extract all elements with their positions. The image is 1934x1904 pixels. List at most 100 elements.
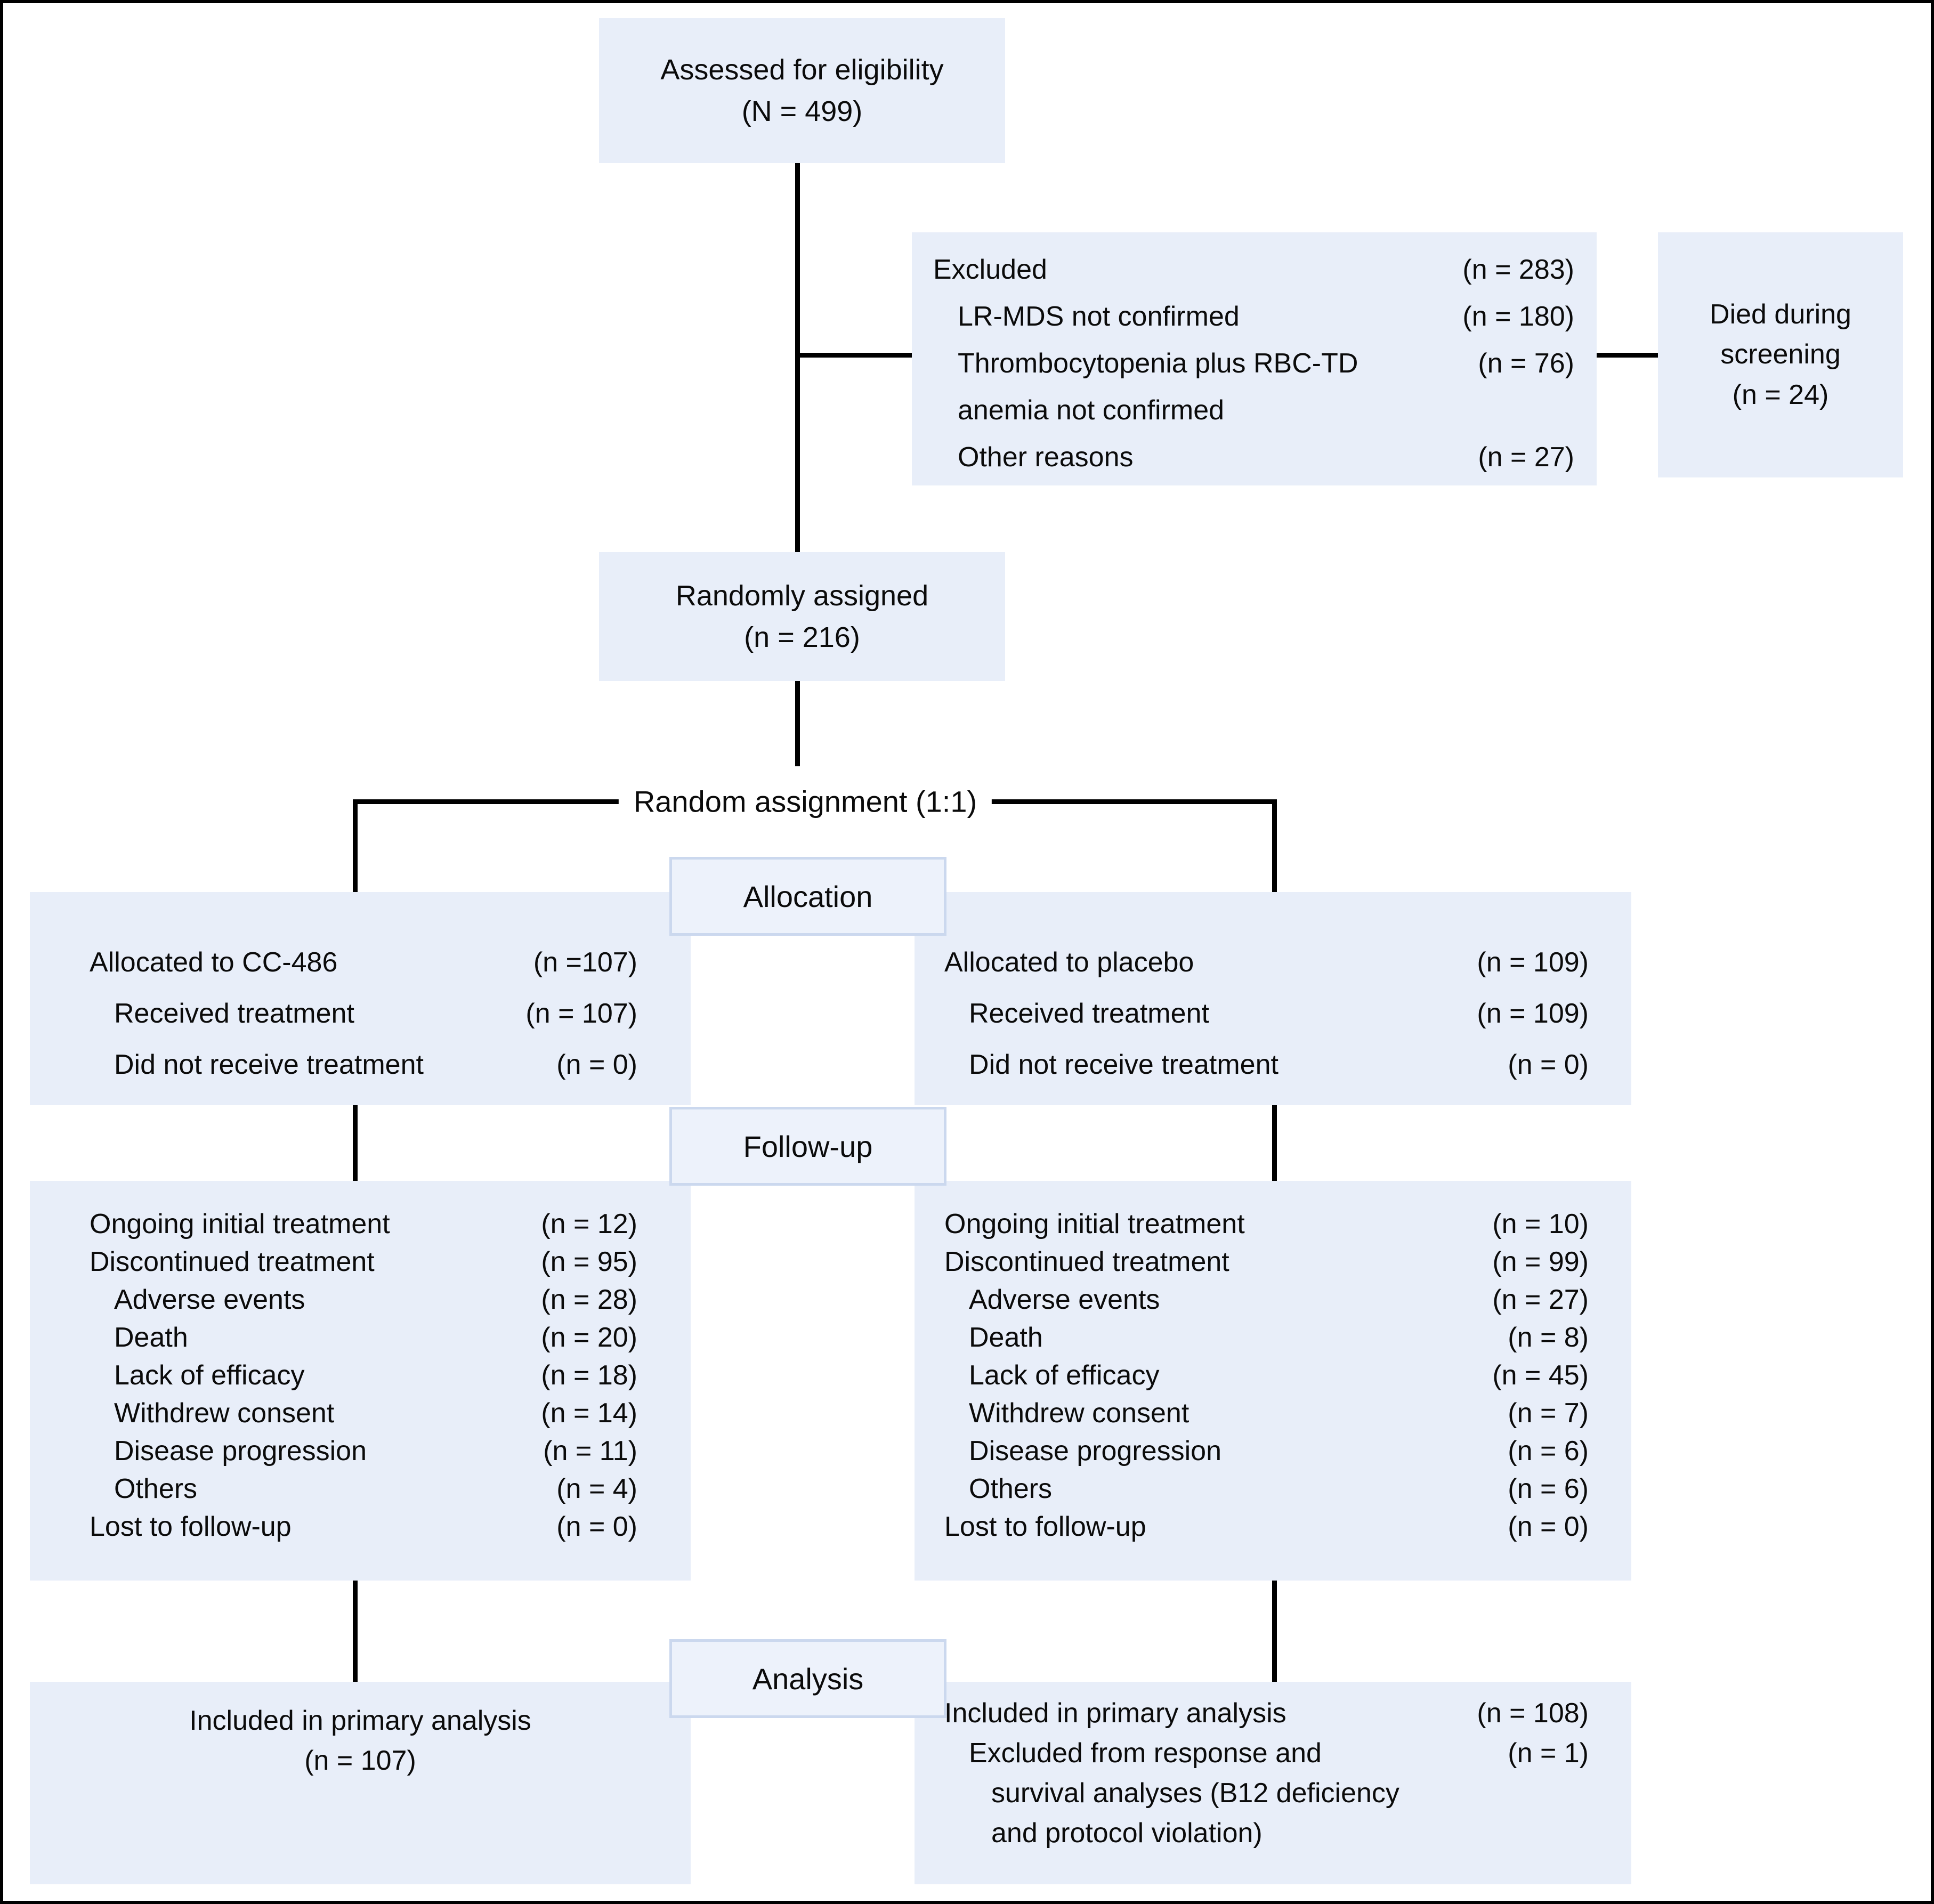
row-value: (n = 95) [541,1246,637,1277]
flow-row: Lack of efficacy(n = 45) [944,1357,1589,1395]
flow-row: Did not receive treatment(n = 0) [90,1039,637,1090]
row-label: Ongoing initial treatment [90,1209,390,1239]
row-label: Death [114,1322,188,1353]
row-label: Others [969,1473,1053,1504]
row-label: Received treatment [114,998,354,1029]
flow-row: Excluded (n = 283) [933,246,1574,293]
row-label: Discontinued treatment [944,1246,1229,1277]
row-value: (n = 109) [1477,998,1589,1029]
row-value: (n = 76) [1478,348,1574,379]
row-value: (n = 45) [1492,1360,1589,1391]
flow-row: Disease progression (n = 11) [90,1432,637,1470]
flow-row: Others(n = 4) [90,1470,637,1508]
flow-row: Included in primary analysis(n = 108) [944,1694,1589,1733]
row-label: Withdrew consent [114,1398,335,1429]
connector-left-alloc-to-fu [353,1105,358,1181]
flow-row: Adverse events(n = 27) [944,1281,1589,1319]
connector-right-fu-to-analysis [1272,1581,1277,1682]
row-value: (n = 180) [1462,301,1574,332]
flow-row: Allocated to placebo(n = 109) [944,937,1589,988]
row-label: Thrombocytopenia plus RBC-TD [958,348,1358,379]
connector-right-branch-vertical [1272,799,1277,892]
connector-left-fu-to-analysis [353,1581,358,1682]
flow-row: LR-MDS not confirmed (n = 180) [933,293,1574,340]
randomly-assigned-box: Randomly assigned (n = 216) [599,552,1005,681]
flow-row: Death(n = 20) [90,1319,637,1357]
analysis-placebo-box: Included in primary analysis(n = 108)Exc… [915,1682,1631,1884]
connector-randomized-vertical [795,681,800,766]
row-value: (n = 0) [1508,1049,1589,1080]
died-count: (n = 24) [1732,379,1829,410]
randomized-title: Randomly assigned [675,579,929,612]
row-value: (n = 0) [1508,1511,1589,1542]
row-label: Adverse events [969,1284,1160,1315]
flow-row: anemia not confirmed [933,387,1574,434]
flow-row: Death(n = 8) [944,1319,1589,1357]
row-label: LR-MDS not confirmed [958,301,1240,332]
row-label: Did not receive treatment [969,1049,1278,1080]
connector-died-horizontal [1597,353,1658,358]
flow-row: Excluded from response and (n = 1) [944,1733,1589,1773]
flow-row: Disease progression (n = 6) [944,1432,1589,1470]
row-value: (n = 107) [525,998,637,1029]
row-value: (n = 11) [543,1436,637,1467]
flow-row: Received treatment (n = 109) [944,988,1589,1039]
row-value: (n = 283) [1462,254,1574,285]
flow-row: Lost to follow-up(n = 0) [944,1508,1589,1546]
stage-label-followup-text: Follow-up [743,1129,873,1163]
flow-row: Adverse events (n = 28) [90,1281,637,1319]
row-value: (n =107) [533,947,637,978]
row-label: Allocated to placebo [944,947,1194,978]
flow-row: Discontinued treatment(n = 95) [90,1243,637,1281]
row-label: and protocol violation) [991,1818,1263,1849]
assessed-count: (N = 499) [741,95,863,127]
flow-row: Others (n = 6) [944,1470,1589,1508]
row-value: (n = 0) [556,1049,637,1080]
row-label: Adverse events [114,1284,305,1315]
row-value: (n = 6) [1508,1436,1589,1467]
assessed-title: Assessed for eligibility [660,53,944,86]
stage-label-analysis-text: Analysis [752,1662,864,1696]
connector-top-vertical [795,163,800,552]
connector-left-branch-vertical [353,799,358,892]
connector-right-alloc-to-fu [1272,1105,1277,1181]
connector-excluded-horizontal [797,353,912,358]
allocated-cc486-box: Allocated to CC-486(n =107) Received trea… [30,892,691,1105]
row-label: Excluded from response and [969,1738,1322,1769]
followup-placebo-box: Ongoing initial treatment(n = 10)Discont… [915,1181,1631,1581]
allocated-placebo-box: Allocated to placebo(n = 109)Received tr… [915,892,1631,1105]
flow-row: Other reasons(n = 27) [933,434,1574,481]
row-label: Excluded [933,254,1047,285]
flow-row: Thrombocytopenia plus RBC-TD (n = 76) [933,340,1574,387]
analysis-left-count: (n = 107) [304,1745,416,1777]
followup-cc486-box: Ongoing initial treatment (n = 12) Discont… [30,1181,691,1581]
stage-label-allocation-text: Allocation [743,879,873,913]
stage-label-analysis: Analysis [669,1639,946,1718]
row-label: anemia not confirmed [958,395,1225,426]
died-during-screening-box: Died during screening (n = 24) [1658,232,1903,477]
random-assignment-label: Random assignment (1:1) [618,781,992,822]
row-label: Disease progression [114,1436,367,1467]
flow-row: Discontinued treatment (n = 99) [944,1243,1589,1281]
flow-row: Ongoing initial treatment (n = 12) [90,1205,637,1243]
row-value: (n = 6) [1508,1473,1589,1504]
analysis-left-title: Included in primary analysis [189,1705,531,1736]
row-value: (n = 28) [541,1284,637,1315]
row-value: (n = 12) [541,1209,637,1239]
row-value: (n = 14) [541,1398,637,1429]
row-label: Others [114,1473,198,1504]
analysis-cc486-box: Included in primary analysis (n = 107) [30,1682,691,1884]
row-label: Received treatment [969,998,1209,1029]
excluded-box: Excluded (n = 283) LR-MDS not confirmed (n … [912,232,1597,485]
row-value: (n = 1) [1508,1738,1589,1769]
row-value: (n = 99) [1492,1246,1589,1277]
row-label: Withdrew consent [969,1398,1189,1429]
flow-row: Lack of efficacy(n = 18) [90,1357,637,1395]
row-label: survival analyses (B12 deficiency [991,1778,1399,1809]
stage-label-followup: Follow-up [669,1107,946,1186]
row-value: (n = 10) [1492,1209,1589,1239]
flow-row: Allocated to CC-486(n =107) [90,937,637,988]
row-label: Disease progression [969,1436,1222,1467]
row-value: (n = 27) [1478,442,1574,473]
row-label: Lost to follow-up [90,1511,292,1542]
